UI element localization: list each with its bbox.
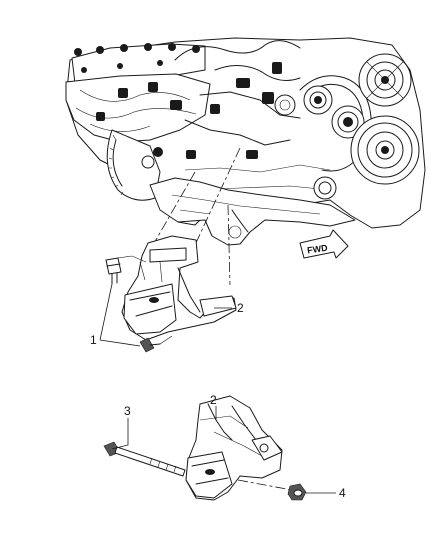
callout-3: 3 xyxy=(124,404,131,418)
callout-2-lower: 2 xyxy=(210,393,217,407)
engine-mount-bracket-lower xyxy=(185,395,283,501)
mount-bolt-lower xyxy=(139,335,173,353)
callout-1: 1 xyxy=(90,333,97,347)
callout-4: 4 xyxy=(339,486,346,500)
fwd-direction-arrow: FWD xyxy=(299,229,349,259)
mount-nut xyxy=(287,483,307,501)
idler-pulley xyxy=(303,85,333,115)
engine-mount-bracket-upper xyxy=(121,235,237,341)
mount-bolt-upper xyxy=(105,255,147,285)
engine-assembly xyxy=(65,37,426,246)
crankshaft-pulley xyxy=(350,115,420,185)
alternator xyxy=(358,53,412,107)
through-bolt xyxy=(103,441,186,477)
water-pump-pulley xyxy=(313,176,337,200)
callout-2-upper: 2 xyxy=(237,301,244,315)
tensioner-pulley xyxy=(331,105,365,139)
fwd-label: FWD xyxy=(307,243,329,256)
